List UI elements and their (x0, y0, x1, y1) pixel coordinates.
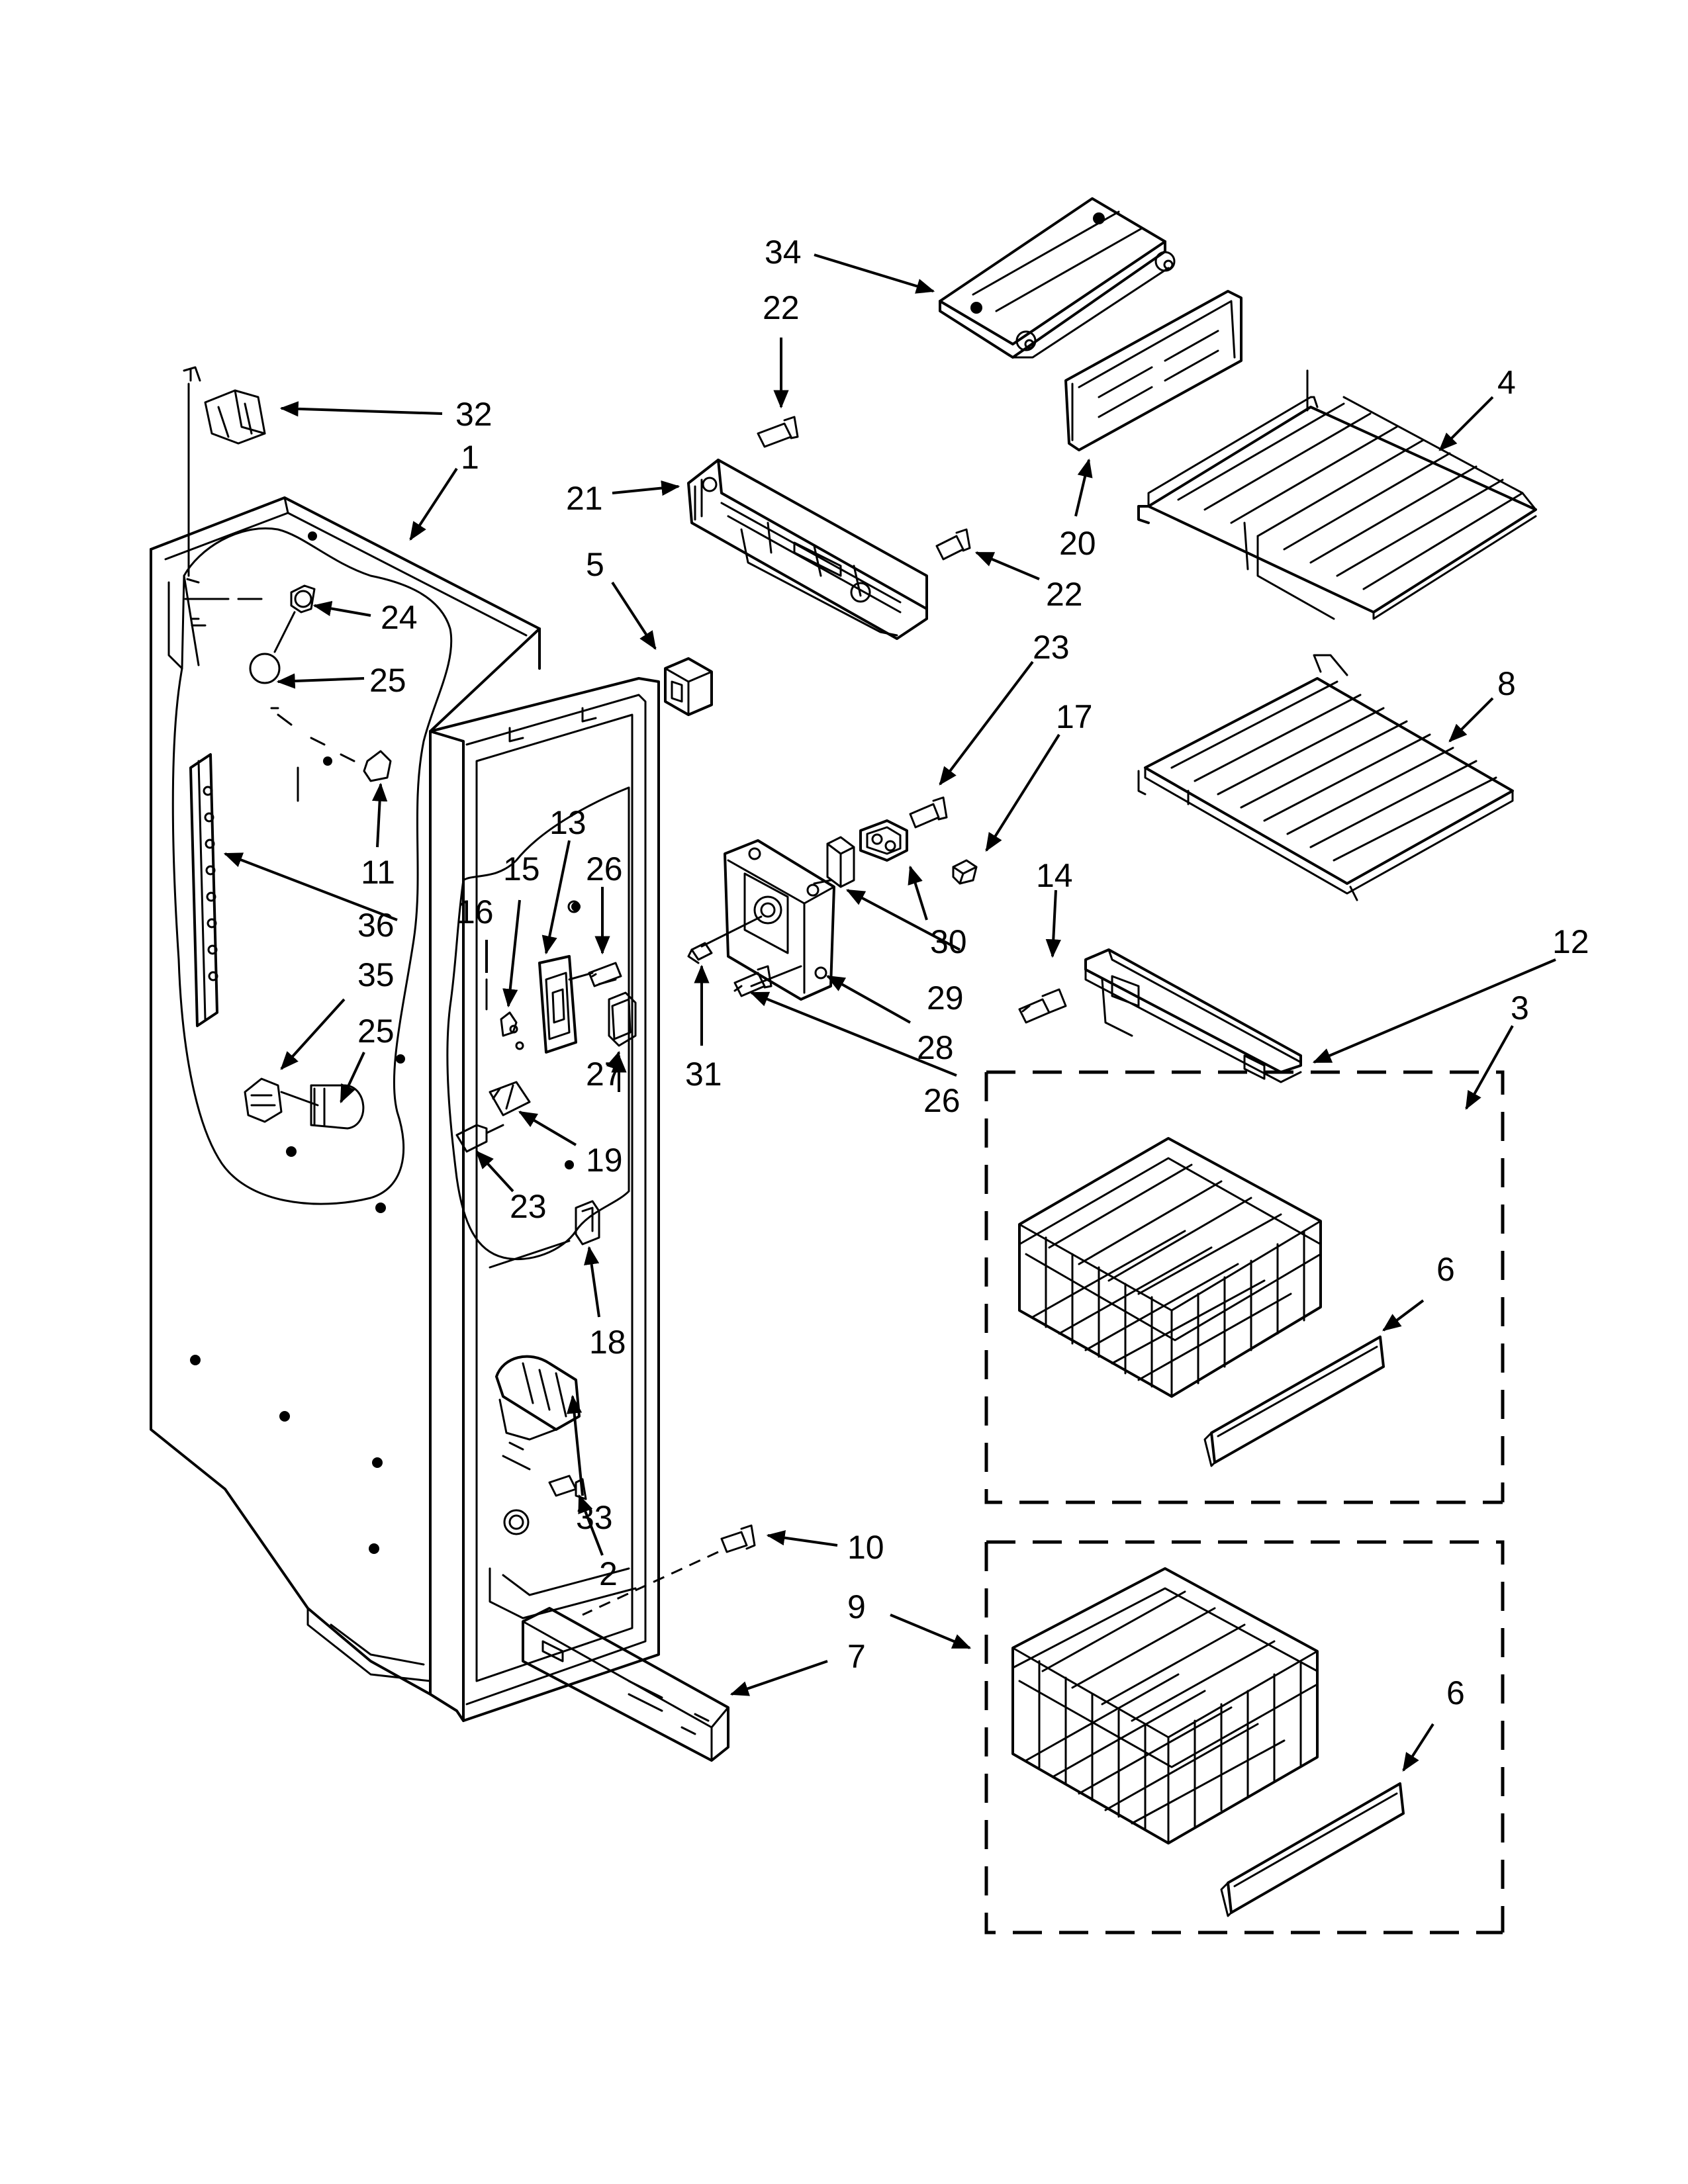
part-connector (489, 1200, 600, 1269)
callout-7: 7 (847, 1638, 866, 1675)
callout-17: 17 (1056, 698, 1093, 735)
part-bracket-27 (608, 991, 637, 1047)
callout-23-flange: 23 (510, 1188, 547, 1225)
callout-22-top: 22 (763, 289, 800, 326)
part-screw-14 (1018, 988, 1067, 1024)
part-mount-block (664, 657, 713, 716)
part-hinge-cover (183, 366, 266, 584)
callout-10: 10 (847, 1529, 884, 1566)
part-sensor (455, 1081, 531, 1153)
callout-25-top: 25 (369, 662, 406, 699)
part-duct (687, 459, 928, 640)
part-front-grille (522, 1607, 729, 1762)
part-control-housing (538, 900, 581, 1054)
callout-34: 34 (765, 234, 802, 271)
callout-18: 18 (589, 1324, 626, 1361)
callout-labels: 32 1 24 25 11 36 35 25 34 22 21 22 20 4 … (357, 234, 1589, 1711)
callout-4: 4 (1497, 364, 1516, 401)
callout-21: 21 (566, 480, 603, 517)
callout-9: 9 (847, 1588, 866, 1625)
part-screw-22-top (757, 416, 799, 448)
part-light-socket-bottom (244, 1077, 365, 1130)
callout-5: 5 (586, 546, 604, 583)
callout-leaders (223, 253, 1556, 1772)
callout-20: 20 (1059, 525, 1096, 562)
part-screw-22-right (935, 528, 971, 561)
part-panel (1064, 290, 1243, 451)
part-light-socket-top (184, 584, 316, 684)
callout-25-bottom: 25 (357, 1013, 395, 1050)
callout-19: 19 (586, 1142, 623, 1179)
part-switch (485, 978, 524, 1050)
part-screw-10 (582, 1524, 756, 1616)
callout-32: 32 (455, 396, 492, 433)
part-clip (270, 707, 392, 802)
callout-12: 12 (1552, 923, 1589, 960)
callout-36: 36 (357, 907, 395, 944)
callout-6-lower: 6 (1446, 1674, 1465, 1711)
callout-33: 33 (576, 1499, 613, 1536)
callout-26-flange: 26 (586, 850, 623, 887)
part-basket-trim-upper (1203, 1336, 1385, 1467)
part-upper-cover (939, 197, 1176, 359)
callout-16: 16 (457, 893, 494, 931)
callout-14: 14 (1036, 857, 1073, 894)
part-control-housing-main (700, 839, 835, 1001)
part-air-cover (495, 1355, 581, 1471)
part-basket-upper (984, 1070, 1505, 1504)
callout-11: 11 (361, 854, 395, 891)
front-flange (429, 677, 660, 1722)
part-control-module (859, 819, 908, 862)
callout-35: 35 (357, 956, 395, 993)
callout-13: 13 (549, 804, 586, 841)
callout-6-upper: 6 (1436, 1251, 1455, 1288)
callout-28: 28 (917, 1029, 954, 1066)
part-pin-31 (687, 942, 713, 964)
callout-8: 8 (1497, 665, 1516, 702)
part-rail (1084, 948, 1302, 1083)
callout-22-right: 22 (1046, 576, 1083, 613)
callout-26-control: 26 (923, 1082, 961, 1119)
callout-24: 24 (381, 599, 418, 636)
part-screw-26-control (733, 965, 773, 997)
part-screw-23-control (909, 796, 948, 829)
part-basket-lower (984, 1540, 1505, 1934)
part-thermistor (952, 859, 978, 885)
cabinet-liner (150, 496, 541, 1696)
part-shelf-middle (1137, 654, 1514, 901)
callout-30: 30 (930, 923, 967, 960)
callout-23-control: 23 (1033, 629, 1070, 666)
part-basket-trim-lower (1220, 1782, 1405, 1917)
part-screw-26-flange (568, 962, 622, 987)
callout-31: 31 (685, 1056, 722, 1093)
part-rail-strip (189, 753, 218, 1027)
part-control-bracket (813, 836, 855, 888)
callout-29: 29 (927, 979, 964, 1017)
callout-2: 2 (599, 1555, 618, 1592)
callout-15: 15 (503, 850, 540, 887)
callout-1: 1 (461, 439, 479, 476)
callout-3: 3 (1511, 989, 1529, 1026)
callout-27: 27 (586, 1056, 623, 1093)
part-shelf-top (1137, 369, 1537, 620)
